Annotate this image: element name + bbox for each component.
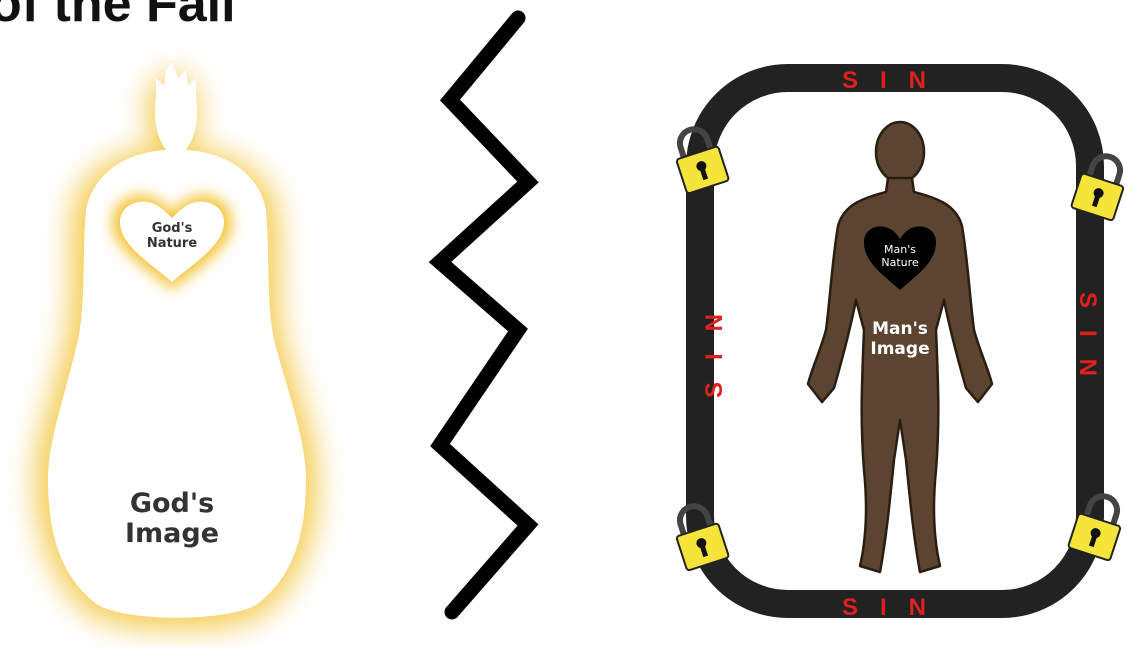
man-heart-line1: Man's [884, 243, 916, 256]
man-head [876, 122, 924, 182]
lightning-zigzag-icon [440, 18, 528, 612]
man-heart-line2: Nature [881, 256, 919, 269]
man-image-line2: Image [870, 339, 929, 359]
god-heart-line2: Nature [147, 236, 198, 251]
god-image-line1: God's [130, 488, 214, 519]
sin-label-bottom: SIN [842, 594, 948, 621]
man-image-line1: Man's [872, 319, 928, 339]
god-figure: God's Nature God's Image [35, 42, 318, 630]
sin-label-left: SIN [701, 292, 728, 398]
man-body [808, 178, 992, 572]
god-image-line2: Image [125, 518, 219, 549]
sin-label-top: SIN [842, 67, 948, 94]
god-heart-line1: God's [152, 221, 193, 236]
sin-label-right: SIN [1074, 292, 1101, 398]
